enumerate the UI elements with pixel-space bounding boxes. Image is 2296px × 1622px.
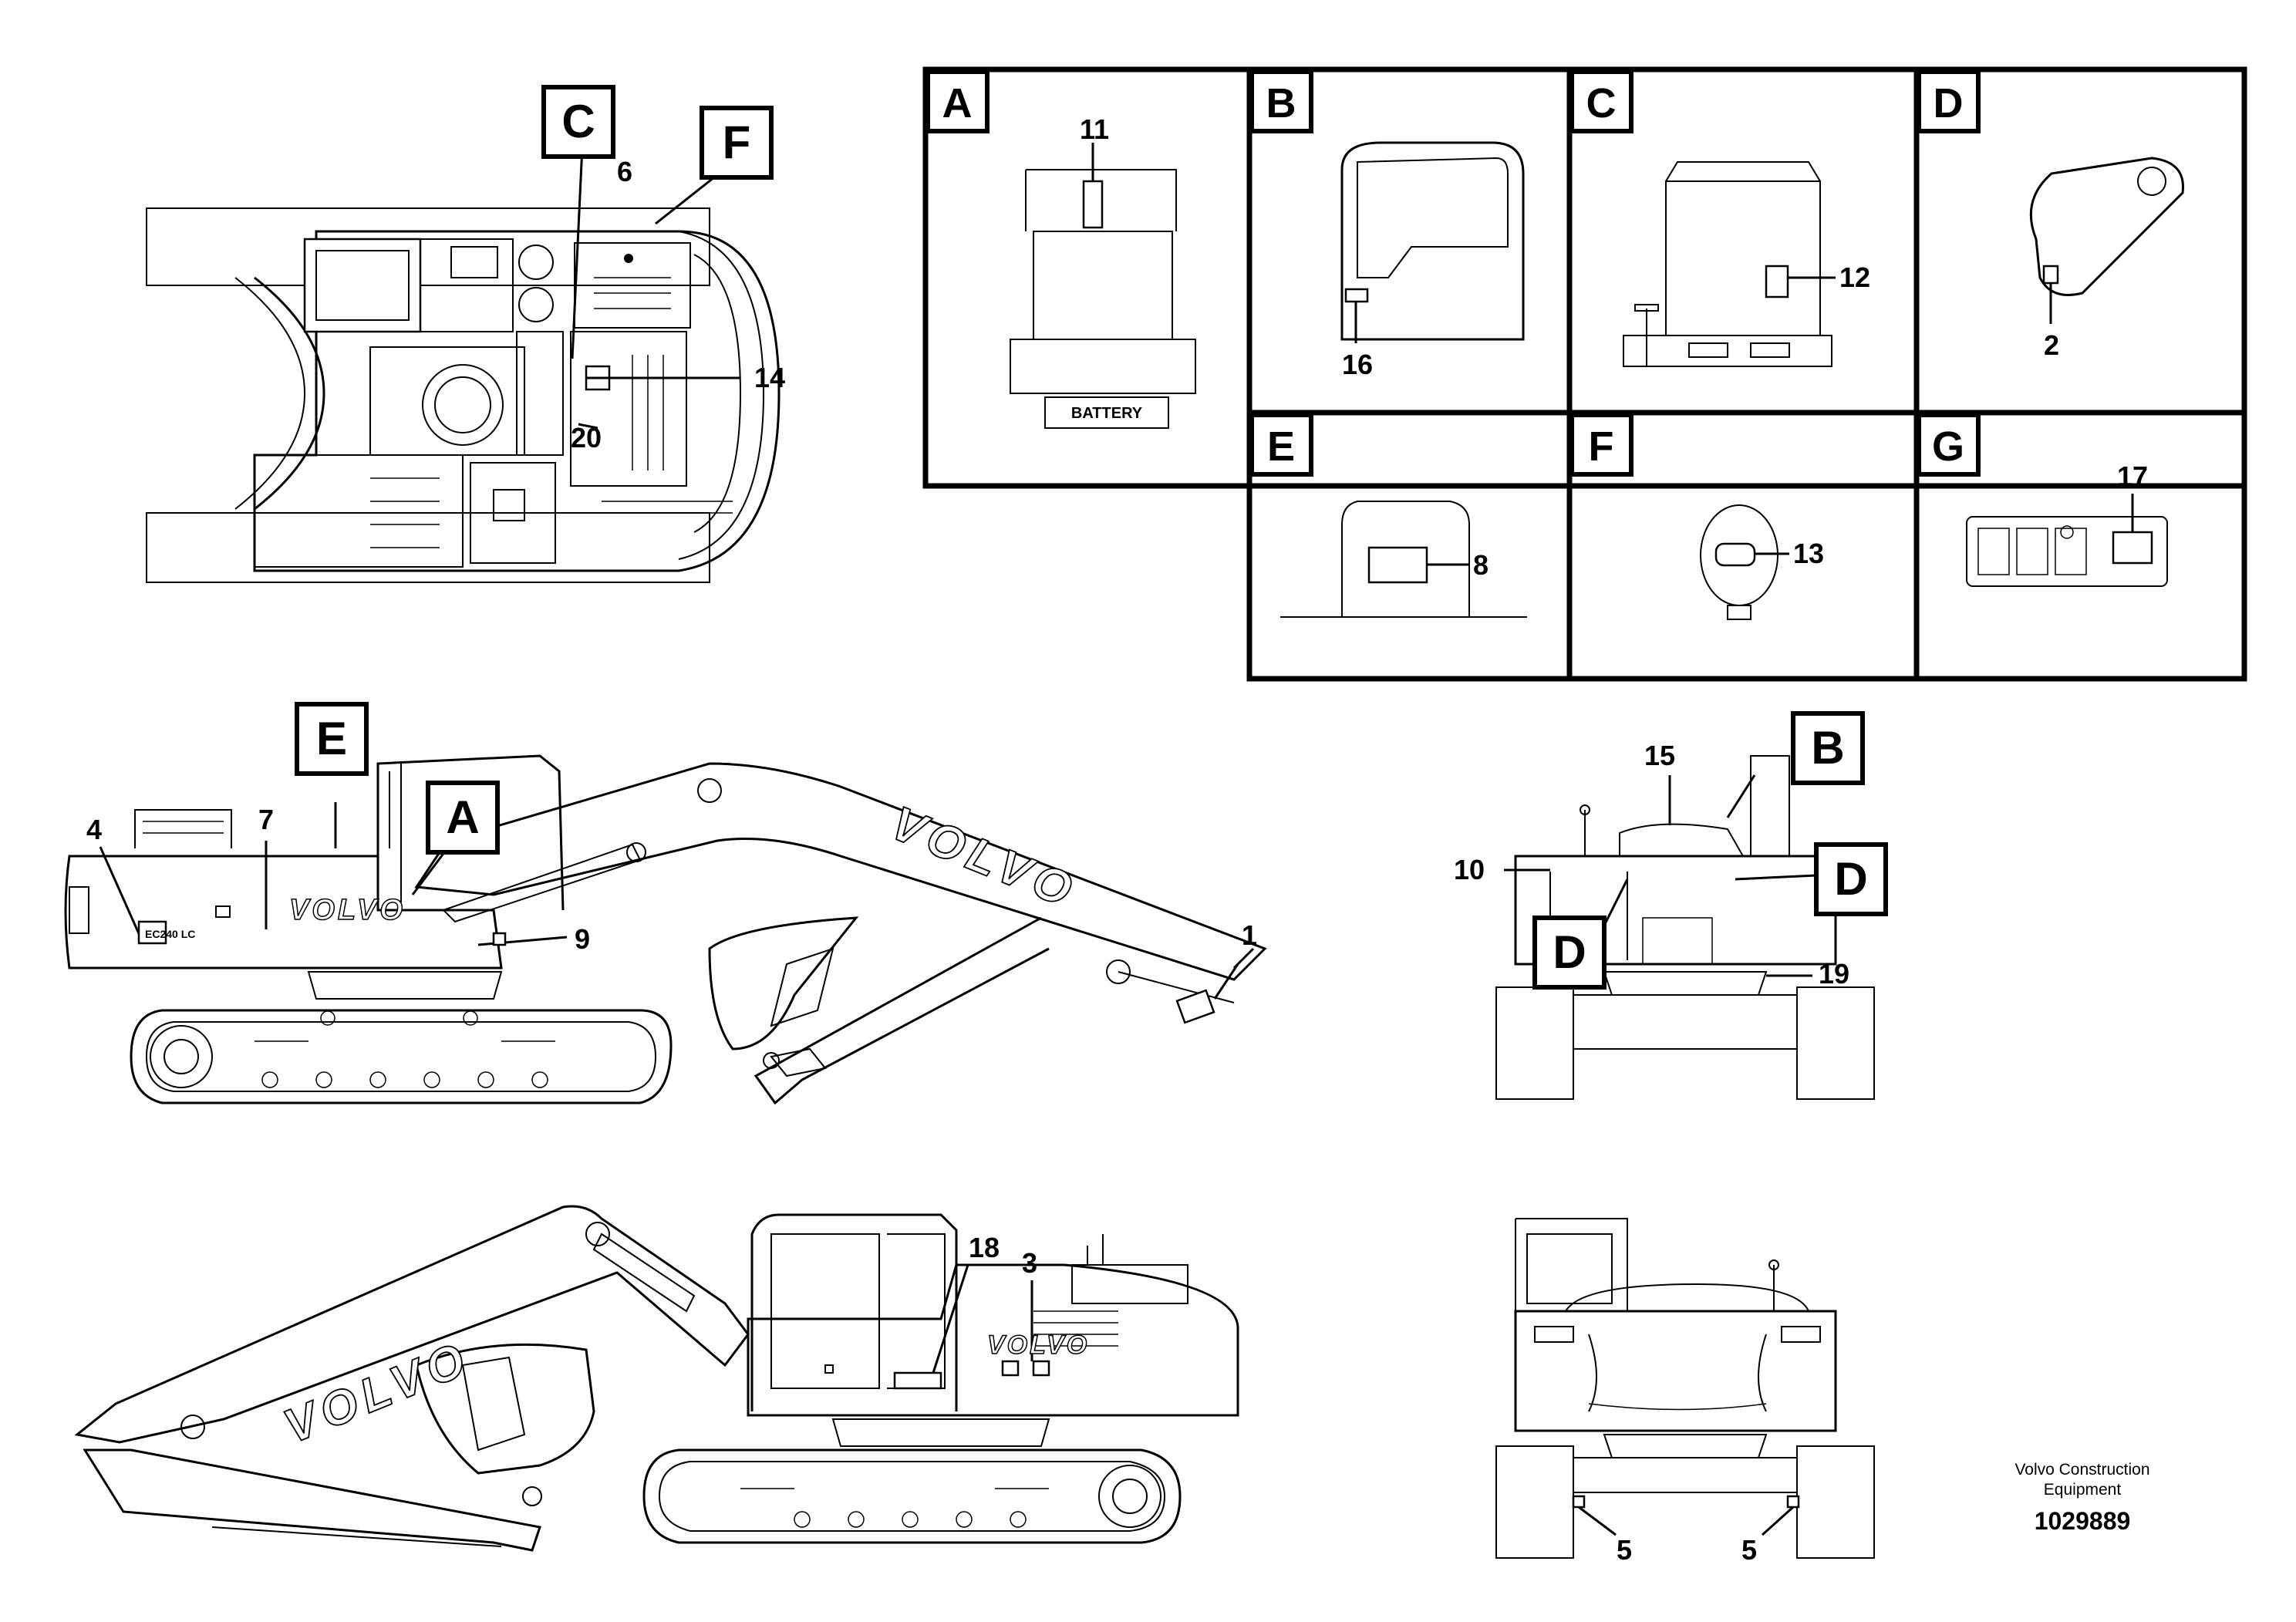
volvo-lettering-upper-right: VOLVO [987,1330,1089,1360]
svg-text:C: C [561,96,595,147]
part-number-14: 14 [754,362,785,393]
svg-text:F: F [1589,423,1614,470]
callout-d-rear-left: D [1532,916,1607,990]
rear-view-excavator [1495,755,1875,1100]
top-view-excavator [146,146,781,583]
svg-text:D: D [1834,853,1867,905]
svg-text:B: B [1811,722,1844,774]
svg-text:D: D [1934,80,1964,126]
part-number-5-right: 5 [1741,1534,1757,1566]
svg-text:E: E [316,713,347,764]
part-number-15: 15 [1644,740,1675,771]
part-number-16: 16 [1342,349,1373,380]
part-number-1: 1 [1242,919,1257,951]
callout-e-side: E [295,702,369,776]
part-number-6: 6 [617,156,632,187]
part-number-18: 18 [969,1232,1000,1263]
detail-panel-b: B 16 [1249,69,1525,380]
part-number-13: 13 [1793,538,1824,569]
callout-d-rear-right: D [1814,842,1888,916]
detail-panel-c: C 12 [1569,69,1870,367]
battery-text: BATTERY [1071,405,1143,422]
svg-text:E: E [1267,423,1295,470]
part-number-5-left: 5 [1617,1534,1632,1566]
part-number-4: 4 [86,814,102,845]
right-side-view-excavator: VOLVO VOLVO [74,1205,1239,1552]
part-number-11: 11 [1080,113,1109,145]
svg-text:B: B [1266,80,1296,126]
drawing-number: 1029889 [2035,1507,2131,1535]
callout-a-side: A [426,781,500,855]
volvo-lettering-boom-right: VOLVO [277,1331,478,1454]
part-number-8: 8 [1473,549,1489,581]
svg-text:D: D [1553,926,1586,978]
svg-text:A: A [446,791,479,843]
svg-text:F: F [723,116,751,168]
part-number-17: 17 [2117,460,2148,492]
svg-text:C: C [1586,80,1617,126]
callout-f-top: F [700,106,774,180]
front-view-excavator [1495,1218,1875,1559]
part-number-7: 7 [258,804,274,835]
callout-b-rear: B [1791,711,1865,785]
part-number-12: 12 [1839,261,1870,293]
part-number-9: 9 [575,923,590,955]
detail-panel-d: D 2 [1917,69,2184,361]
volvo-lettering-upper-left: VOLVO [289,894,406,926]
detail-panel-a: A BATTERY 11 [925,69,1196,429]
part-number-3: 3 [1022,1247,1037,1279]
callout-c-top: C [541,85,615,159]
part-number-19: 19 [1819,958,1849,990]
company-name-line1: Volvo Construction [2014,1461,2149,1479]
detail-panel-grid [922,66,2247,682]
part-number-2: 2 [2044,329,2059,361]
part-number-10: 10 [1454,854,1485,885]
part-number-20: 20 [571,422,602,454]
detail-panel-g: G 17 [1917,413,2168,587]
detail-panel-f: F 13 [1569,413,1824,620]
model-badge-left: EC240 LC [145,928,195,940]
svg-text:A: A [942,80,973,126]
footer-block: Volvo Construction Equipment 1029889 [2014,1461,2149,1535]
company-name-line2: Equipment [2044,1481,2122,1499]
svg-text:G: G [1932,423,1964,470]
detail-panel-e: E 8 [1249,413,1527,618]
left-side-view-excavator: VOLVO VOLVO EC240 LC [64,754,1267,1105]
